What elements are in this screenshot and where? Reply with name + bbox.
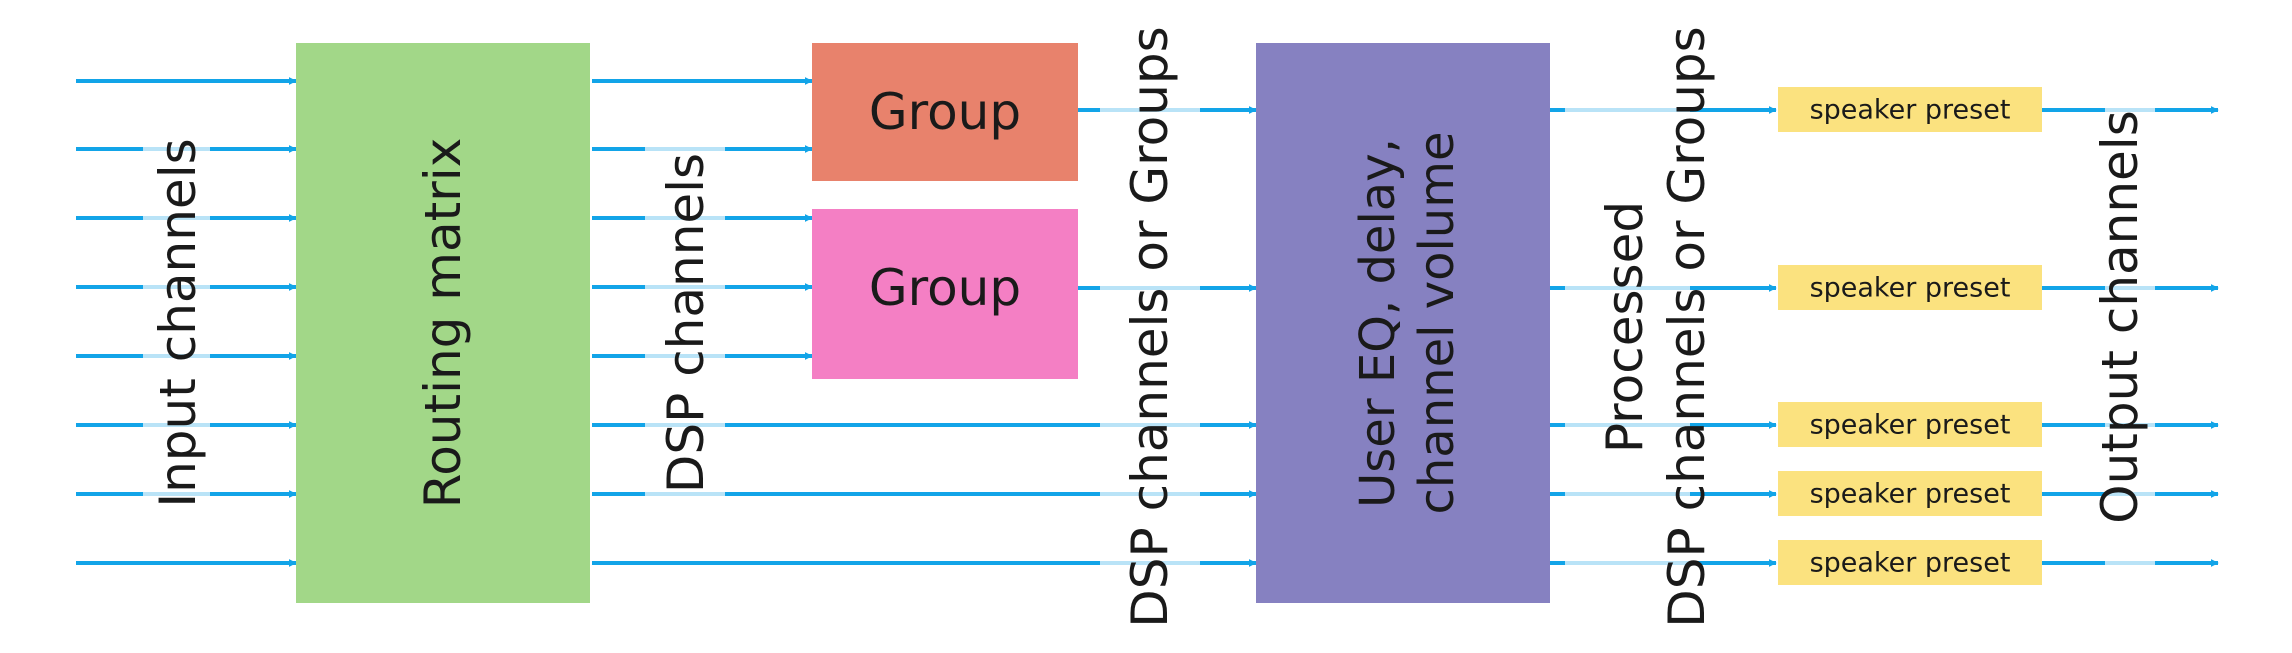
- group-block-2-label: Group: [869, 259, 1021, 317]
- speaker-preset-label: speaker preset: [1810, 548, 2011, 579]
- group-block-1: [812, 43, 1078, 181]
- speaker-preset-box: [1778, 87, 2042, 132]
- processing-label-line-2: channel volume: [1409, 131, 1465, 514]
- group-block-1-label: Group: [869, 83, 1021, 141]
- dsp-channels-label: DSP channels: [657, 153, 715, 493]
- speaker-preset-label: speaker preset: [1810, 410, 2011, 441]
- speaker-preset-box: [1778, 402, 2042, 447]
- group-block-2: [812, 209, 1078, 379]
- speaker-preset-box: [1778, 471, 2042, 516]
- output-channels-label: Output channels: [2091, 110, 2149, 523]
- routing-matrix-label: Routing matrix: [414, 138, 472, 509]
- processed-label-line-2: DSP channels or Groups: [1658, 26, 1716, 627]
- dsp-or-groups-label: DSP channels or Groups: [1121, 26, 1179, 627]
- input-channels-label: Input channels: [149, 138, 207, 507]
- routing-matrix-block: [296, 43, 590, 603]
- processed-label-line-1: Processed: [1596, 201, 1654, 453]
- speaker-presets: speaker preset speaker preset speaker pres…: [1778, 87, 2042, 585]
- processing-block: [1256, 43, 1550, 603]
- speaker-preset-label: speaker preset: [1810, 479, 2011, 510]
- speaker-preset-box: [1778, 540, 2042, 585]
- speaker-preset-label: speaker preset: [1810, 95, 2011, 126]
- connection-lines: [76, 77, 2219, 567]
- speaker-preset-label: speaker preset: [1810, 273, 2011, 304]
- processing-label-line-1: User EQ, delay,: [1350, 138, 1406, 508]
- speaker-preset-box: [1778, 265, 2042, 310]
